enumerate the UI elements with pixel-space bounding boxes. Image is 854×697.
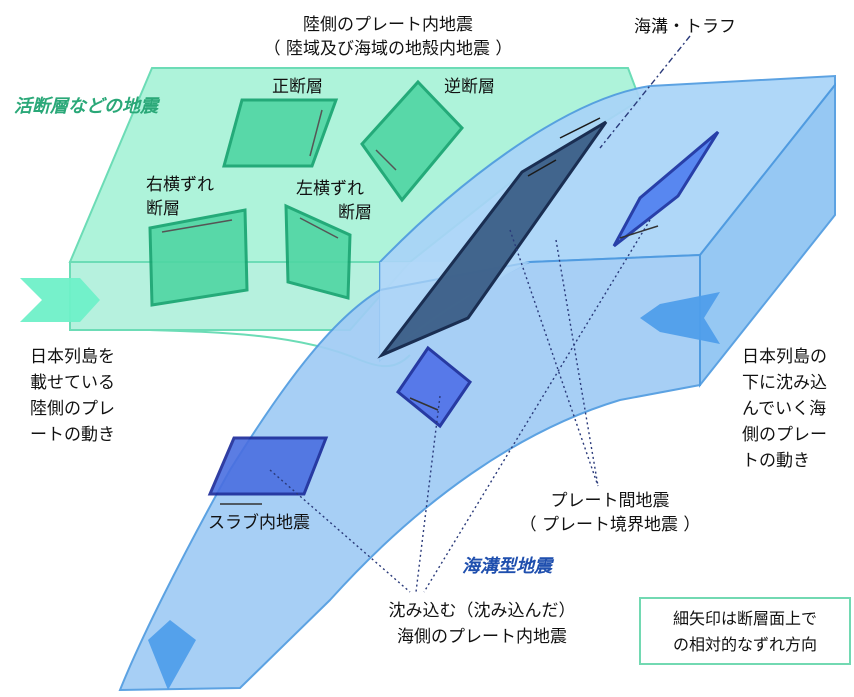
ocean-plate-motion-line4: 側のプレー <box>742 425 827 445</box>
outer-rise-fault-arrow <box>619 225 659 239</box>
oceanic-plate-slab <box>118 253 701 692</box>
ocean-plate-motion-line5: トの動き <box>742 451 810 471</box>
interplate-fault <box>377 117 608 359</box>
oceanic-plate-front <box>380 262 530 360</box>
slab-fault-plane <box>207 436 329 496</box>
subducting-fault-plane <box>395 345 473 429</box>
land-plate-motion-arrow <box>20 278 100 322</box>
normal-fault-arrow <box>309 109 323 157</box>
left-lateral-fault-plane <box>284 203 352 300</box>
active-fault-label: 活断層などの地震 <box>14 96 161 117</box>
land-plate-motion-line1: 日本列島を <box>30 347 115 367</box>
subducting-label-line1: 沈み込む（沈み込んだ） <box>389 601 576 621</box>
normal-fault-plane <box>222 98 339 168</box>
ocean-plate-motion-line3: んでいく海 <box>742 399 826 419</box>
right-lateral-fault-arrow <box>161 219 233 233</box>
ocean-plate-motion-arrow <box>640 292 720 344</box>
active-faults <box>148 79 465 307</box>
trench-trough-label: 海溝・トラフ <box>634 17 736 37</box>
plate-motion-arrows <box>20 278 720 690</box>
note-line2: の相対的なずれ方向 <box>673 635 817 654</box>
slab-leader <box>269 469 411 593</box>
right-lateral-label-2: 断層 <box>146 199 180 219</box>
note-line1: 細矢印は断層面上で <box>673 609 817 628</box>
left-lateral-fault-arrow <box>299 217 339 239</box>
interplate-label-line1: プレート間地震 <box>551 491 670 511</box>
reverse-fault-plane <box>360 79 465 203</box>
subducting-label-line2: 海側のプレート内地震 <box>397 627 567 647</box>
interplate-fault-arrow-2 <box>527 159 557 177</box>
labels: 陸側のプレート内地震 （ 陸域及び海域の地殻内地震 ） 海溝・トラフ 活断層など… <box>14 15 827 654</box>
oceanic-faults <box>207 130 720 505</box>
oceanic-plate <box>118 74 836 692</box>
trench-leader <box>599 35 691 149</box>
reverse-fault-label: 逆断層 <box>444 77 495 97</box>
ocean-plate-motion-line2: 下に沈み込 <box>742 373 827 393</box>
right-lateral-fault-plane <box>148 208 249 307</box>
interplate-leader-1 <box>509 229 599 487</box>
leader-lines <box>269 35 691 593</box>
land-plate-motion-line3: 陸側のプレ <box>30 399 115 419</box>
land-plate-motion-line4: ートの動き <box>30 425 115 445</box>
subducting-fault-arrow <box>409 397 439 411</box>
interplate-fault-plane <box>377 120 608 359</box>
ocean-plate-motion-line1: 日本列島の <box>742 347 827 367</box>
land-plate-motion-line2: 載せている <box>30 373 115 393</box>
continental-title-line2: （ 陸域及び海域の地殻内地震 ） <box>264 39 513 59</box>
reverse-fault-arrow <box>375 149 397 171</box>
continental-title-line1: 陸側のプレート内地震 <box>303 15 473 35</box>
outer-rise-fault-plane <box>612 130 720 248</box>
interplate-fault-arrow <box>559 117 601 139</box>
note-box <box>639 597 851 665</box>
subduction-direction-arrow <box>148 620 196 690</box>
slab-label: スラブ内地震 <box>208 512 310 533</box>
left-lateral-label-2: 断層 <box>338 203 372 223</box>
interplate-label-line2: （ プレート境界地震 ） <box>520 515 701 535</box>
normal-fault-label: 正断層 <box>272 77 323 97</box>
trench-type-label: 海溝型地震 <box>462 556 555 577</box>
left-lateral-label-1: 左横ずれ <box>296 179 364 199</box>
interplate-leader-2 <box>555 239 599 487</box>
right-lateral-label-1: 右横ずれ <box>146 175 214 195</box>
